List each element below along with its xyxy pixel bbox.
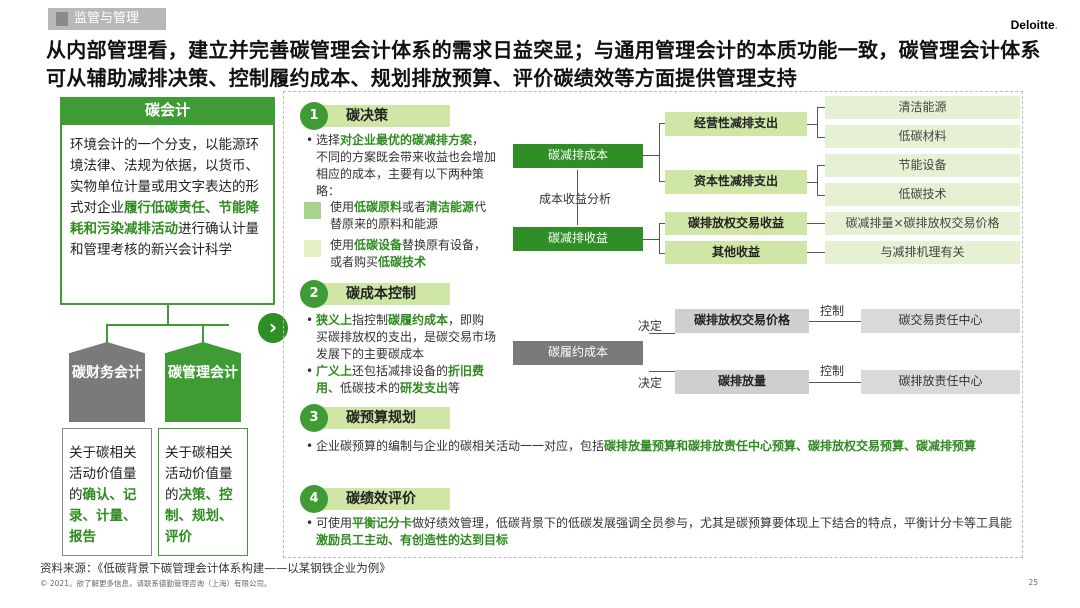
- benefit-tree-bottom: [659, 253, 665, 254]
- box-emission-center: 碳排放责任中心: [861, 370, 1020, 394]
- box-other-benefit: 其他收益: [665, 241, 807, 264]
- performance-text: 可使用平衡记分卡做好绩效管理，低碳背景下的低碳发展强调全员参与，尤其是碳预算要体…: [306, 515, 1020, 549]
- carbon-accounting-header: 碳会计: [60, 97, 275, 123]
- decide-line-2: [649, 371, 675, 372]
- capex-branch: [807, 182, 817, 183]
- capex-branch-top: [817, 165, 825, 166]
- connector-vertical: [167, 305, 169, 325]
- opex-branch: [807, 124, 817, 125]
- cost-tree-trunk: [659, 123, 660, 181]
- box-reduction-benefit: 碳减排收益: [513, 227, 643, 251]
- carbon-management-accounting-badge: 碳管理会计: [165, 342, 241, 422]
- analysis-arrow-line: [577, 170, 578, 225]
- source-note: 资料来源：《低碳背景下碳管理会计体系构建——以某钢铁企业为例》: [40, 561, 391, 575]
- box-reduction-cost: 碳减排成本: [513, 144, 643, 168]
- section-title-performance: 碳绩效评价: [320, 488, 450, 510]
- box-compliance-cost: 碳履约成本: [513, 341, 643, 365]
- box-low-carbon-technology: 低碳技术: [825, 183, 1020, 206]
- decision-text: 选择对企业最优的碳减排方案，不同的方案既会带来收益也会增加相应的成本，主要有以下…: [306, 132, 496, 200]
- decide-line-1: [649, 333, 675, 334]
- trade-link: [807, 223, 825, 224]
- box-emission-quantity: 碳排放量: [675, 370, 809, 394]
- other-link: [807, 252, 825, 253]
- carbon-accounting-description: 环境会计的一个分支，以能源环境法律、法规为依据，以货币、实物单位计量或用文字表达…: [60, 123, 275, 305]
- cost-tree-bottom: [659, 181, 665, 182]
- box-energy-saving-equipment: 节能设备: [825, 154, 1020, 177]
- cost-tree-top: [659, 123, 665, 124]
- section-title-budget: 碳预算规划: [320, 407, 450, 429]
- budget-text: 企业碳预算的编制与企业的碳相关活动一一对应，包括碳排放量预算和碳排放责任中心预算…: [306, 438, 1016, 455]
- box-trading-center: 碳交易责任中心: [861, 309, 1020, 333]
- option-marker-1: [304, 202, 321, 219]
- box-reduction-mechanism: 与减排机理有关: [825, 241, 1020, 264]
- box-operating-expense: 经营性减排支出: [665, 112, 807, 136]
- decide-label-1: 决定: [638, 319, 663, 333]
- section-number-2: 2: [300, 280, 328, 308]
- connector-right-drop: [202, 324, 204, 344]
- copyright: © 2021。欲了解更多信息，请联系德勤管理咨询（上海）有限公司。: [40, 579, 272, 588]
- benefit-tree-stem: [643, 239, 659, 240]
- deloitte-logo: Deloitte.: [1010, 18, 1058, 32]
- carbon-financial-accounting-badge: 碳财务会计: [69, 342, 145, 422]
- capex-branch-bottom: [817, 195, 825, 196]
- connector-left-drop: [106, 324, 108, 344]
- option-marker-2: [304, 240, 321, 257]
- cost-tree-stem: [643, 155, 659, 156]
- opex-branch-bottom: [817, 137, 825, 138]
- cost-control-narrow: 狭义上指控制碳履约成本，即购买碳排放权的支出，是碳交易市场发展下的主要碳成本: [306, 312, 496, 363]
- box-low-carbon-material: 低碳材料: [825, 125, 1020, 148]
- financial-accounting-description: 关于碳相关活动价值量的确认、记录、计量、报告: [62, 428, 152, 556]
- box-allowance-price: 碳排放权交易价格: [675, 309, 809, 333]
- control-label-1: 控制: [820, 304, 845, 318]
- page-number: 25: [1028, 578, 1038, 587]
- benefit-tree-trunk: [659, 223, 660, 253]
- control-line-1: [809, 321, 861, 322]
- section-title-decision: 碳决策: [320, 105, 450, 127]
- section-number-1: 1: [300, 102, 328, 130]
- section-tag: 监管与管理: [48, 8, 166, 30]
- page-title: 从内部管理看，建立并完善碳管理会计体系的需求日益突显；与通用管理会计的本质功能一…: [46, 38, 1041, 90]
- option-low-carbon-equipment: 使用低碳设备替换原有设备，或者购买低碳技术: [330, 238, 487, 269]
- cost-control-broad: 广义上还包括减排设备的折旧费用、低碳技术的研发支出等: [306, 363, 496, 397]
- management-accounting-description: 关于碳相关活动价值量的决策、控制、规划、评价: [158, 428, 248, 556]
- box-clean-energy: 清洁能源: [825, 96, 1020, 119]
- section-number-3: 3: [300, 404, 328, 432]
- section-number-4: 4: [300, 485, 328, 513]
- box-trading-benefit: 碳排放权交易收益: [665, 212, 807, 235]
- section-title-cost-control: 碳成本控制: [320, 283, 450, 305]
- decide-label-2: 决定: [638, 376, 663, 390]
- opex-branch-top: [817, 107, 825, 108]
- box-capital-expense: 资本性减排支出: [665, 170, 807, 194]
- benefit-tree-top: [659, 223, 665, 224]
- connector-horizontal: [107, 324, 229, 326]
- control-label-2: 控制: [820, 364, 845, 378]
- box-trading-formula: 碳减排量×碳排放权交易价格: [825, 212, 1020, 235]
- management-support-panel: 1 碳决策 选择对企业最优的碳减排方案，不同的方案既会带来收益也会增加相应的成本…: [283, 91, 1023, 558]
- capex-branch-trunk: [817, 165, 818, 195]
- opex-branch-trunk: [817, 107, 818, 137]
- control-line-2: [809, 382, 861, 383]
- option-low-carbon-material: 使用低碳原料或者清洁能源代替原来的原料和能源: [330, 200, 487, 231]
- cost-benefit-analysis-label: 成本收益分析: [539, 192, 612, 206]
